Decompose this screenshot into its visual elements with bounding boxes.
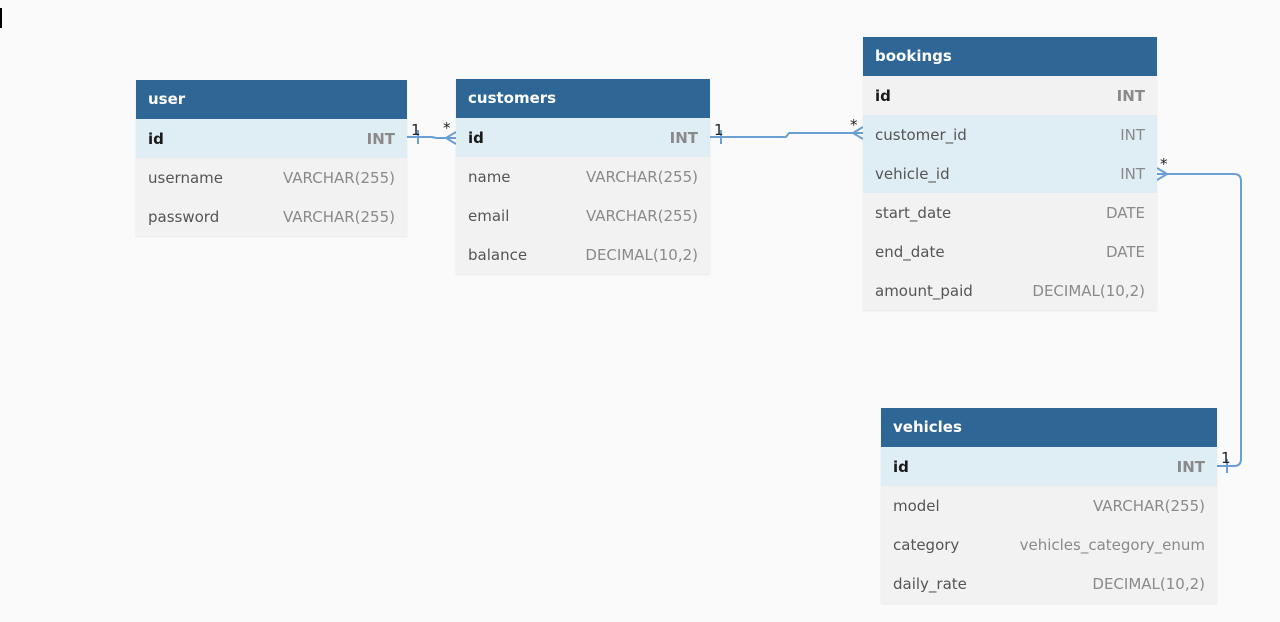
field-row-amount-paid[interactable]: amount_paid DECIMAL(10,2)	[863, 271, 1157, 310]
field-row-id[interactable]: id INT	[863, 76, 1157, 115]
field-row-id[interactable]: id INT	[456, 118, 710, 157]
field-row-customer-id[interactable]: customer_id INT	[863, 115, 1157, 154]
many-marker	[1156, 167, 1169, 181]
cardinality-one-label: 1	[714, 121, 724, 139]
field-row-model[interactable]: model VARCHAR(255)	[881, 486, 1217, 525]
field-type: DATE	[1105, 242, 1145, 261]
field-name: model	[893, 496, 940, 515]
field-name: end_date	[875, 242, 945, 261]
many-marker	[444, 131, 457, 145]
field-row-name[interactable]: name VARCHAR(255)	[456, 157, 710, 196]
field-type: VARCHAR(255)	[585, 167, 698, 186]
table-header[interactable]: customers	[456, 79, 710, 118]
field-type: INT	[1116, 86, 1145, 105]
field-name: id	[893, 457, 909, 476]
field-type: DATE	[1105, 203, 1145, 222]
field-name: id	[875, 86, 891, 105]
connector-line	[407, 136, 456, 139]
cardinality-many-label: *	[1160, 155, 1168, 173]
many-marker	[851, 126, 864, 140]
field-type: vehicles_category_enum	[1019, 535, 1205, 554]
field-name: id	[468, 128, 484, 147]
field-type: INT	[1120, 125, 1145, 144]
table-header[interactable]: vehicles	[881, 408, 1217, 447]
field-name: username	[148, 168, 223, 187]
field-type: DECIMAL(10,2)	[585, 245, 698, 264]
field-name: daily_rate	[893, 574, 967, 593]
field-row-email[interactable]: email VARCHAR(255)	[456, 196, 710, 235]
field-type: INT	[1120, 164, 1145, 183]
field-name: id	[148, 129, 164, 148]
field-type: INT	[366, 129, 395, 148]
cardinality-many-label: *	[850, 116, 858, 134]
field-name: start_date	[875, 203, 952, 222]
cardinality-one-label: 1	[411, 121, 421, 139]
table-header[interactable]: bookings	[863, 37, 1157, 76]
table-vehicles[interactable]: vehicles id INT model VARCHAR(255) category v…	[881, 408, 1217, 603]
field-name: vehicle_id	[875, 164, 950, 183]
field-name: amount_paid	[875, 281, 973, 300]
field-name: name	[468, 167, 511, 186]
cardinality-one-label: 1	[1221, 449, 1231, 467]
connector-line	[710, 132, 863, 138]
field-row-username[interactable]: username VARCHAR(255)	[136, 158, 407, 197]
text-cursor	[0, 8, 2, 28]
field-row-category[interactable]: category vehicles_category_enum	[881, 525, 1217, 564]
field-name: balance	[468, 245, 528, 264]
field-type: VARCHAR(255)	[585, 206, 698, 225]
field-name: email	[468, 206, 510, 225]
field-type: INT	[669, 128, 698, 147]
field-name: customer_id	[875, 125, 967, 144]
field-row-password[interactable]: password VARCHAR(255)	[136, 197, 407, 236]
field-type: DECIMAL(10,2)	[1032, 281, 1145, 300]
relationship-user-customers: 1 *	[407, 119, 457, 145]
field-type: DECIMAL(10,2)	[1092, 574, 1205, 593]
field-row-id[interactable]: id INT	[136, 119, 407, 158]
field-type: VARCHAR(255)	[282, 168, 395, 187]
field-name: password	[148, 207, 220, 226]
field-row-vehicle-id[interactable]: vehicle_id INT	[863, 154, 1157, 193]
field-row-balance[interactable]: balance DECIMAL(10,2)	[456, 235, 710, 274]
field-name: category	[893, 535, 960, 554]
table-header[interactable]: user	[136, 80, 407, 119]
field-type: VARCHAR(255)	[282, 207, 395, 226]
relationship-customers-bookings: 1 *	[710, 116, 864, 144]
field-type: INT	[1176, 457, 1205, 476]
field-row-end-date[interactable]: end_date DATE	[863, 232, 1157, 271]
field-row-id[interactable]: id INT	[881, 447, 1217, 486]
cardinality-many-label: *	[443, 119, 451, 137]
field-row-daily-rate[interactable]: daily_rate DECIMAL(10,2)	[881, 564, 1217, 603]
field-row-start-date[interactable]: start_date DATE	[863, 193, 1157, 232]
field-type: VARCHAR(255)	[1092, 496, 1205, 515]
